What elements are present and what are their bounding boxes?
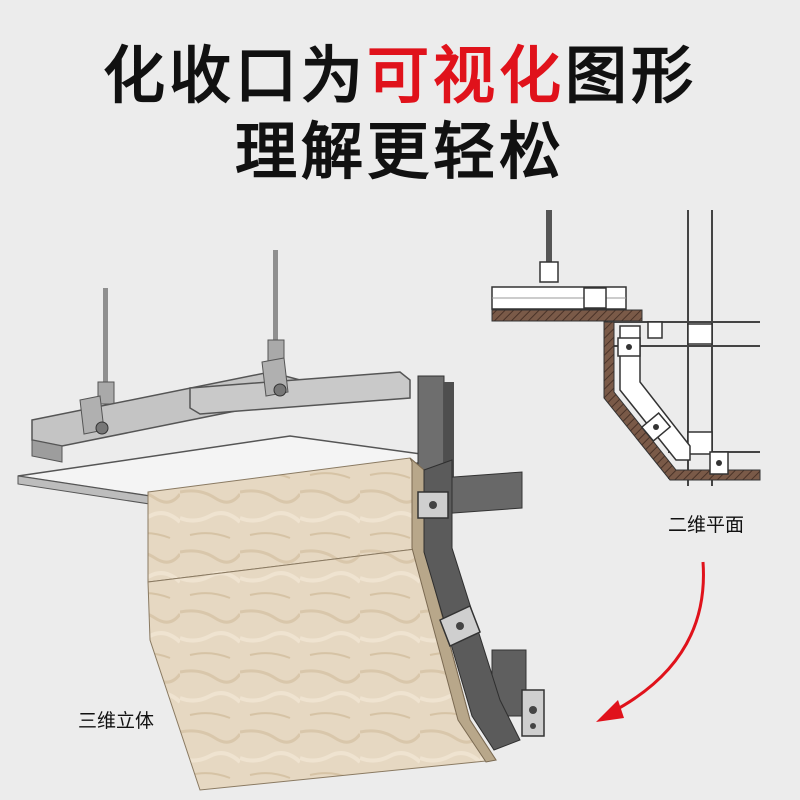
plan-stone-section: [603, 321, 761, 481]
view-3d-drawing: [17, 250, 545, 791]
bracket: [417, 491, 449, 519]
headline-line-1: 化收口为可视化图形: [0, 36, 800, 116]
steel-back-frame: [423, 459, 521, 751]
bracket: [521, 689, 545, 737]
label-3d-view: 三维立体: [78, 710, 155, 732]
plan-2d-drawing: [491, 210, 761, 486]
label-2d-plan: 二维平面: [668, 514, 745, 536]
headline-pre: 化收口为: [102, 39, 367, 112]
hanger-rod: [103, 288, 108, 398]
bracket: [439, 604, 481, 648]
hanger-rod: [273, 250, 278, 350]
headline-post: 图形: [565, 39, 698, 112]
main-keel: [189, 371, 411, 415]
plan-steel-profile: [619, 325, 691, 461]
headline-highlight: 可视化: [366, 39, 565, 112]
headline-line-2: 理解更轻松: [234, 115, 565, 188]
plan-hanger-rod: [546, 210, 552, 268]
plan-hanger-clip: [539, 261, 559, 283]
direction-arrow: [596, 561, 705, 722]
